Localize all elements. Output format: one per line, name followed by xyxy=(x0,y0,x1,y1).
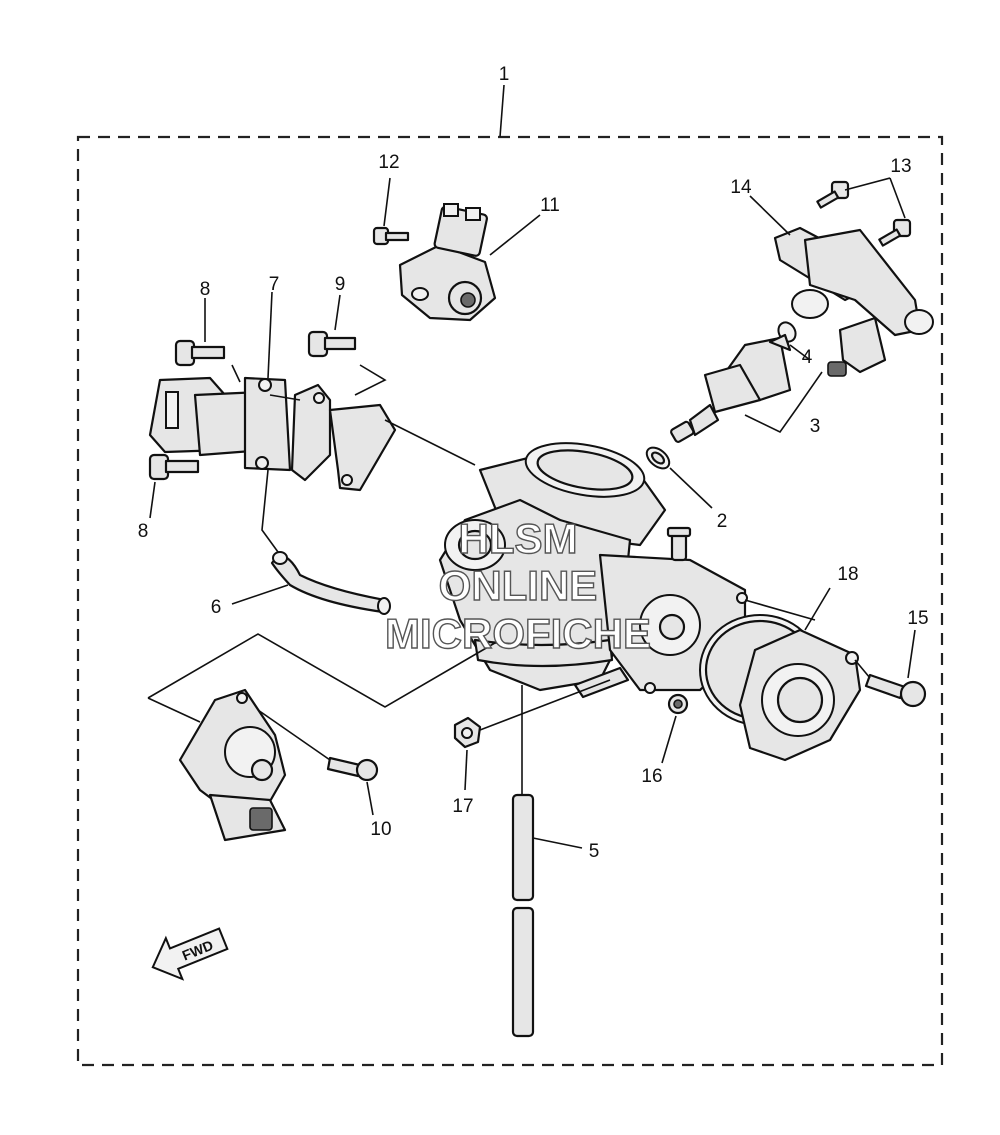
part-17-nut xyxy=(453,716,482,749)
watermark-line-2: ONLINE xyxy=(439,562,598,609)
part-16-nut xyxy=(667,693,689,715)
watermark-line-1: HLSM xyxy=(459,515,578,562)
part-5-rod xyxy=(511,685,535,1038)
callout-11: 11 xyxy=(540,195,560,216)
bracket xyxy=(290,383,397,492)
assembly-frame xyxy=(76,135,944,1067)
part-8-bolt-upper xyxy=(174,339,226,367)
callout-9: 9 xyxy=(335,274,346,295)
callout-8-upper: 8 xyxy=(200,279,211,300)
callout-16: 16 xyxy=(641,766,662,787)
part-10-bolt xyxy=(326,756,379,782)
callout-1: 1 xyxy=(499,64,510,85)
callout-13: 13 xyxy=(890,156,911,177)
part-2-seal xyxy=(645,446,671,470)
fwd-arrow-icon: FWD xyxy=(151,927,229,981)
leader-1 xyxy=(499,84,505,138)
part-15-bolt xyxy=(864,673,927,708)
part-14-fuel-rail xyxy=(773,226,934,377)
callout-17: 17 xyxy=(452,796,473,817)
callout-7: 7 xyxy=(269,274,280,295)
part-9-bolt xyxy=(307,330,357,358)
callout-8-lower: 8 xyxy=(138,521,149,542)
side-sensor xyxy=(178,688,287,842)
callout-14: 14 xyxy=(730,177,752,198)
watermark-line-3: MICROFICHE xyxy=(385,610,651,657)
throttle-body xyxy=(438,442,748,699)
callout-10: 10 xyxy=(370,819,391,840)
callout-3: 3 xyxy=(810,416,821,437)
callout-12: 12 xyxy=(378,152,399,173)
watermark: HLSM ONLINE MICROFICHE xyxy=(384,514,651,657)
callout-15: 15 xyxy=(907,608,928,629)
part-3-injector xyxy=(670,333,792,443)
cover-plate xyxy=(738,628,862,762)
callout-4: 4 xyxy=(802,347,813,368)
part-8-bolt-lower xyxy=(148,453,200,481)
callout-18: 18 xyxy=(837,564,858,585)
part-7-connector xyxy=(148,376,292,472)
part-12-bolt xyxy=(372,226,410,246)
callout-6: 6 xyxy=(211,597,222,618)
part-6-hose xyxy=(270,551,391,615)
part-11-sensor xyxy=(398,203,497,322)
callout-2: 2 xyxy=(717,511,728,532)
callout-5: 5 xyxy=(589,841,600,862)
